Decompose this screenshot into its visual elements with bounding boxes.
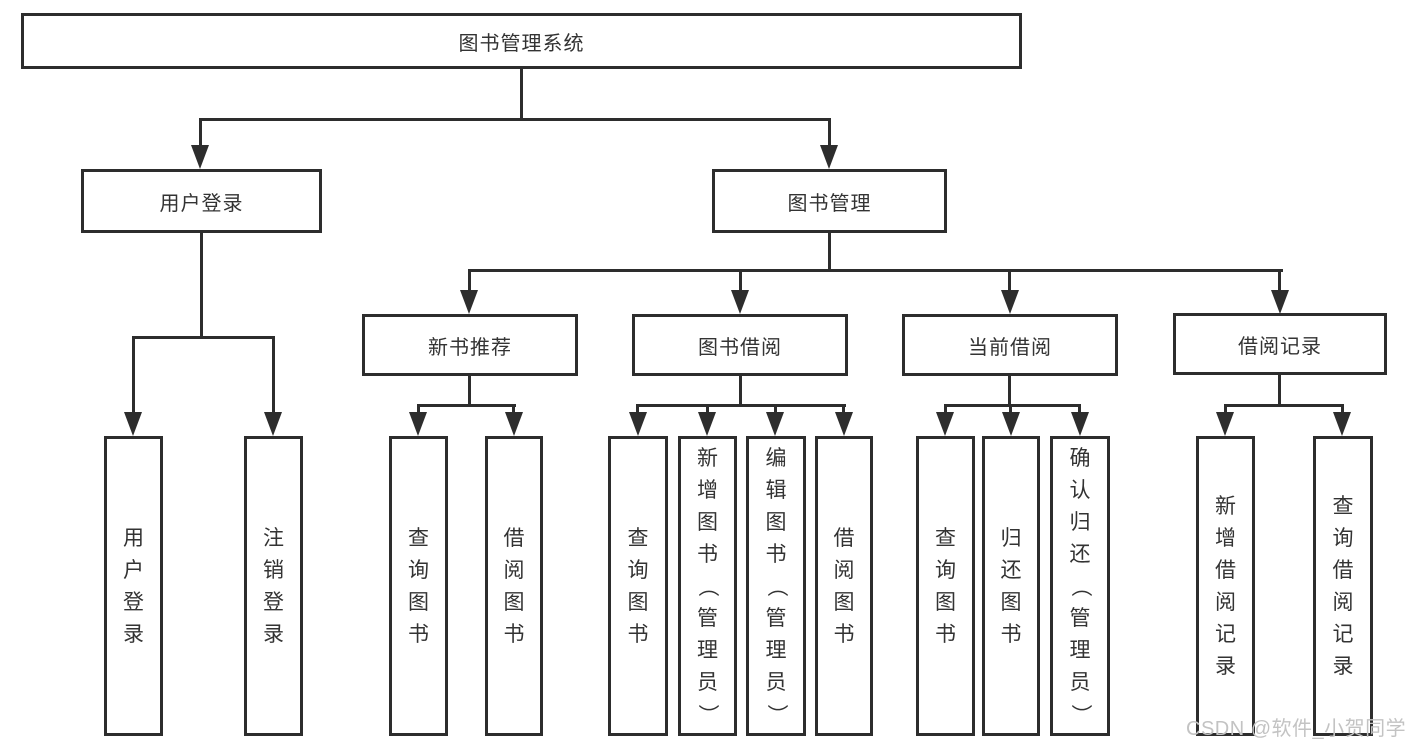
arrow-down-icon (936, 412, 954, 436)
connector-drop-leaf (636, 404, 639, 416)
connector-level1-bar (199, 118, 831, 121)
node-library-system: 图书管理系统 (21, 13, 1022, 69)
connector-current-borrow-stem (1008, 376, 1011, 406)
arrow-down-icon (505, 412, 523, 436)
arrow-down-icon (191, 145, 209, 169)
leaf-confirm-return-admin: 确认归还（管理员） (1050, 436, 1110, 736)
connector-group1-bar (132, 336, 275, 339)
arrow-down-icon (264, 412, 282, 436)
leaf-user-login: 用户登录 (104, 436, 163, 736)
arrow-down-icon (1001, 290, 1019, 314)
connector-drop-leaf (842, 404, 845, 416)
arrow-down-icon (820, 145, 838, 169)
leaf-logout-login: 注销登录 (244, 436, 303, 736)
connector-drop-leaf (512, 404, 515, 416)
connector-group2-bar (417, 404, 516, 407)
connector-drop-leaf (1078, 404, 1081, 416)
connector-drop-leaf (706, 404, 709, 416)
leaf-borrow-books-recommend: 借阅图书 (485, 436, 543, 736)
connector-drop-current-borrow (1008, 271, 1011, 291)
connector-level2-bar (468, 269, 1283, 272)
arrow-down-icon (835, 412, 853, 436)
connector-group5-bar (1224, 404, 1344, 407)
arrow-down-icon (124, 412, 142, 436)
arrow-down-icon (698, 412, 716, 436)
connector-group3-bar (636, 404, 846, 407)
connector-drop-leaf (1341, 404, 1344, 416)
leaf-query-books-recommend: 查询图书 (389, 436, 448, 736)
connector-drop-leaf (944, 404, 947, 416)
connector-book-mgmt-stem (828, 233, 831, 271)
connector-group4-bar (944, 404, 1081, 407)
arrow-down-icon (1333, 412, 1351, 436)
arrow-down-icon (1271, 290, 1289, 314)
connector-drop-book-borrow (739, 271, 742, 291)
connector-drop-book-mgmt (828, 120, 831, 148)
node-book-borrowing: 图书借阅 (632, 314, 848, 376)
connector-root-stem (520, 69, 523, 120)
connector-user-login-stem (200, 233, 203, 338)
connector-drop-borrow-record (1278, 271, 1281, 291)
arrow-down-icon (1002, 412, 1020, 436)
connector-book-borrow-stem (739, 376, 742, 406)
leaf-query-books-borrow: 查询图书 (608, 436, 668, 736)
connector-drop-leaf (272, 338, 275, 414)
connector-new-book-stem (468, 376, 471, 406)
arrow-down-icon (409, 412, 427, 436)
arrow-down-icon (629, 412, 647, 436)
node-current-borrowing: 当前借阅 (902, 314, 1118, 376)
connector-drop-leaf (132, 338, 135, 414)
leaf-edit-books-admin: 编辑图书（管理员） (746, 436, 806, 736)
connector-drop-leaf (774, 404, 777, 416)
node-user-login: 用户登录 (81, 169, 322, 233)
node-borrowing-records: 借阅记录 (1173, 313, 1387, 375)
leaf-query-books-current: 查询图书 (916, 436, 975, 736)
arrow-down-icon (766, 412, 784, 436)
arrow-down-icon (1216, 412, 1234, 436)
connector-drop-new-book (468, 271, 471, 291)
connector-borrow-record-stem (1278, 375, 1281, 406)
leaf-return-books: 归还图书 (982, 436, 1040, 736)
connector-drop-leaf (417, 404, 420, 416)
leaf-add-borrow-record: 新增借阅记录 (1196, 436, 1255, 736)
leaf-add-books-admin: 新增图书（管理员） (678, 436, 737, 736)
arrow-down-icon (1071, 412, 1089, 436)
node-book-management: 图书管理 (712, 169, 947, 233)
node-new-book-recommend: 新书推荐 (362, 314, 578, 376)
leaf-borrow-books: 借阅图书 (815, 436, 873, 736)
csdn-watermark: CSDN @软件_小贺同学 (1186, 718, 1405, 740)
connector-drop-leaf (1224, 404, 1227, 416)
leaf-query-borrow-record: 查询借阅记录 (1313, 436, 1373, 736)
arrow-down-icon (460, 290, 478, 314)
connector-drop-leaf (1009, 404, 1012, 416)
connector-drop-user-login (199, 120, 202, 148)
arrow-down-icon (731, 290, 749, 314)
